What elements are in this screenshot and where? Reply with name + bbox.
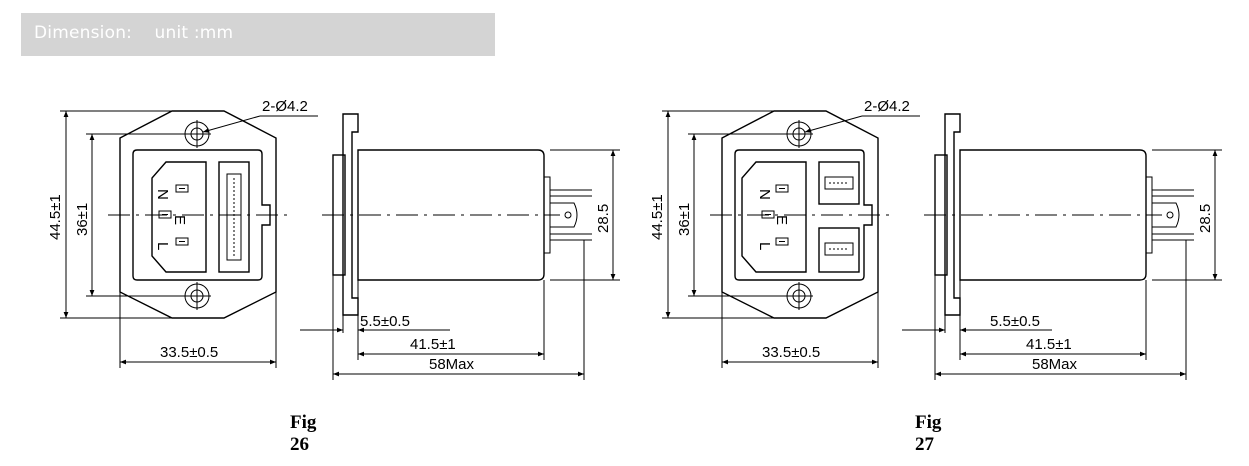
holes-label: 2-Ø4.2	[864, 98, 910, 115]
dimension-header-text: Dimension: unit :mm	[34, 23, 233, 43]
side-flange	[342, 113, 359, 316]
holes-label: 2-Ø4.2	[262, 98, 308, 115]
side-body	[959, 149, 1147, 281]
overall-label: 58Max	[429, 356, 475, 373]
pin-letter-n: N	[154, 189, 171, 200]
figure-27-caption: Fig 27	[915, 412, 942, 455]
fuse-holder	[218, 161, 250, 273]
height-inner-label: 36±1	[676, 203, 693, 236]
unit-label: unit :mm	[154, 23, 234, 43]
pin-letter-e: E	[773, 215, 790, 225]
height-inner-label: 36±1	[74, 203, 91, 236]
flange-label: 5.5±0.5	[360, 313, 410, 330]
fuse-bottom	[824, 242, 854, 256]
figure-26-drawing: N E L 2-Ø4.2 44.5±1 36±1 33.5±0.5	[47, 98, 620, 380]
mounting-hole-bottom	[183, 282, 211, 310]
flange-label: 5.5±0.5	[990, 313, 1040, 330]
dimension-header: Dimension: unit :mm	[21, 13, 495, 56]
width-label: 33.5±0.5	[160, 344, 218, 361]
fuse-top	[824, 176, 854, 190]
height-outer-label: 44.5±1	[47, 194, 64, 240]
terminal-span-label: 28.5	[595, 204, 612, 233]
pin-letter-l: L	[154, 242, 171, 250]
pin-letter-e: E	[171, 215, 188, 225]
iec-inlet	[741, 161, 807, 273]
front-opening	[132, 149, 271, 281]
figure-26-caption: Fig 26	[290, 412, 317, 455]
pin-letter-l: L	[756, 242, 773, 250]
front-opening	[734, 149, 873, 281]
terminal-span-label: 28.5	[1197, 204, 1214, 233]
iec-inlet	[151, 161, 207, 273]
front-flange-outline	[721, 110, 879, 319]
body-label: 41.5±1	[1026, 336, 1072, 353]
mounting-hole-top	[785, 120, 813, 148]
iec-pins	[761, 184, 789, 246]
height-outer-label: 44.5±1	[649, 194, 666, 240]
pin-letter-n: N	[756, 189, 773, 200]
mounting-hole-top	[183, 120, 211, 148]
body-label: 41.5±1	[410, 336, 456, 353]
fuse-cartridge	[226, 173, 242, 261]
front-flange-outline	[119, 110, 277, 319]
width-label: 33.5±0.5	[762, 344, 820, 361]
iec-pins	[158, 184, 189, 246]
fuse-holder-top	[818, 161, 860, 205]
mounting-hole-bottom	[785, 282, 813, 310]
side-body	[357, 149, 545, 281]
dimension-label: Dimension:	[34, 23, 133, 43]
fuse-holder-bottom	[818, 227, 860, 273]
overall-label: 58Max	[1032, 356, 1078, 373]
figure-27-drawing: N E L 2-Ø4.2 44.5±1 36±1 33.5±0.5	[649, 98, 1222, 380]
side-flange	[944, 113, 961, 316]
